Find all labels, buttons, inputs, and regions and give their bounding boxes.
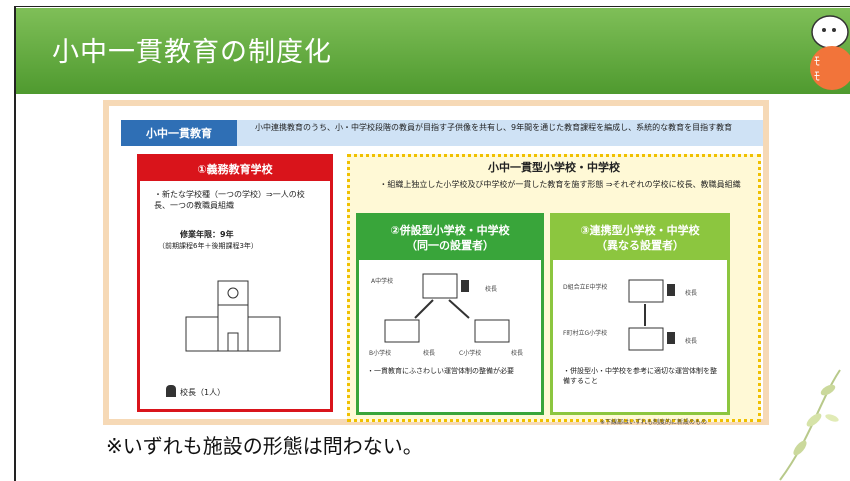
integrated-footer: ※下線部はいずれも制度的に新設のもの [600,419,708,426]
integrated-box: 小中一貫型小学校・中学校 ・組織上独立した小学校及び中学校が一貫した教育を施す形… [347,154,761,426]
same-founder-label-6: 校長 [511,350,524,357]
same-founder-label-4: 校長 [423,350,436,357]
same-founder-title: ②併設型小学校・中学校 [390,224,510,237]
same-founder-diagram [384,273,510,343]
different-founder-label-4: 校長 [685,338,698,345]
school-building-icon [185,280,281,352]
different-founder-diagram [628,279,675,351]
figure: 小中一貫教育 小中連携教育のうち、小・中学校段階の教員が目指す子供像を共有し、9… [103,100,769,426]
compulsory-school-heading: ①義務教育学校 [140,157,330,181]
same-founder-note: ・一貫教育にふさわしい運営体制の整備が必要 [367,367,514,375]
band-label: 小中一貫教育 [121,120,237,146]
same-founder-label-2: 校長 [485,286,498,293]
different-founder-heading: ③連携型小学校・中学校 （異なる設置者） [553,216,727,260]
title-bar [16,8,850,94]
svg-text:ﾓ: ﾓ [814,54,820,68]
different-founder-note: ・併設型小・中学校を参考に適切な運営体制を整備すること [563,367,717,385]
different-founder-box: ③連携型小学校・中学校 （異なる設置者） D組合立E中学校 校長 F町村立G小学… [550,213,730,415]
svg-text:ﾓ: ﾓ [814,69,820,83]
mascot-icon: ﾓ ﾓ [810,15,850,90]
integrated-heading: 小中一貫型小学校・中学校 [488,161,620,174]
different-founder-title: ③連携型小学校・中学校 [580,224,700,237]
compulsory-school-box: ①義務教育学校 ・新たな学校種（一つの学校）⇒一人の校長、一つの教職員組織 修業… [137,154,333,412]
slide-title: 小中一貫教育の制度化 [52,37,332,68]
slide-footnote: ※いずれも施設の形態は問わない。 [106,434,423,458]
different-founder-sub: （異なる設置者） [596,239,684,252]
compulsory-school-bullets: ・新たな学校種（一つの学校）⇒一人の校長、一つの教職員組織 [154,190,305,210]
same-founder-heading: ②併設型小学校・中学校 （同一の設置者） [359,216,541,260]
compulsory-school-years-note: （前期課程6年＋後期課程3年） [158,242,258,250]
same-founder-box: ②併設型小学校・中学校 （同一の設置者） A中学校 校長 B小学校 校長 C小学… [356,213,544,415]
different-founder-label-1: D組合立E中学校 [563,284,608,291]
compulsory-school-principal: 校長（1人） [180,388,226,397]
compulsory-school-years: 修業年限：9年 [180,230,234,239]
leaf-decoration-icon [779,369,841,481]
integrated-description: ・組織上独立した小学校及び中学校が一貫した教育を施す形態 ⇒それぞれの学校に校長… [379,180,741,189]
same-founder-label-5: C小学校 [459,350,482,357]
different-founder-label-2: 校長 [685,290,698,297]
same-founder-label-3: B小学校 [369,350,392,357]
same-founder-sub: （同一の設置者） [406,239,494,252]
same-founder-label-1: A中学校 [371,278,394,285]
band-text: 小中連携教育のうち、小・中学校段階の教員が目指す子供像を共有し、9年間を通じた教… [255,123,733,132]
figure-inner: 小中一貫教育 小中連携教育のうち、小・中学校段階の教員が目指す子供像を共有し、9… [109,106,763,426]
principal-icon [166,385,176,397]
different-founder-label-3: F町村立G小学校 [563,330,608,337]
